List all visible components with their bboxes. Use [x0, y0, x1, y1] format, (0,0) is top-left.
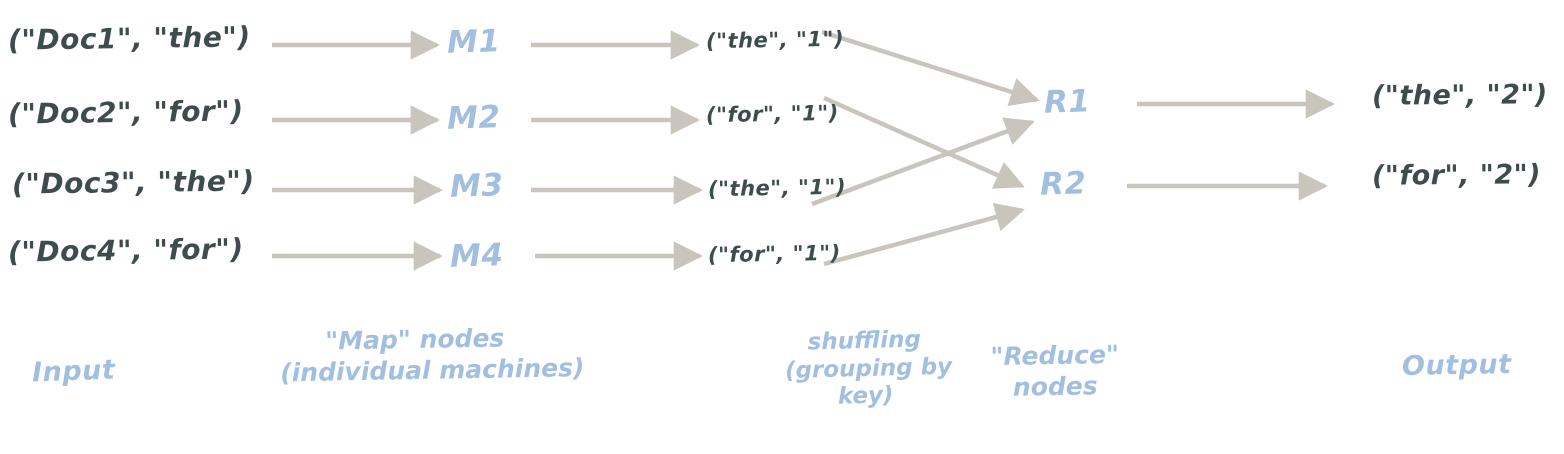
stage-label-shuffle: shuffling (grouping by key) — [784, 326, 953, 413]
stage-label-reduce: "Reduce" nodes — [974, 339, 1135, 404]
output-tuple-the: ("the", "2") — [1371, 79, 1548, 112]
map-node-m3: M3 — [449, 167, 505, 205]
stage-label-map-line1: "Map" nodes — [324, 323, 505, 356]
arrow-shuffle-row2-to-r2 — [823, 95, 1025, 189]
output-tuple-for: ("for", "2") — [1371, 159, 1542, 192]
map-node-m4: M4 — [449, 237, 505, 275]
reduce-node-r1: R1 — [1043, 83, 1092, 121]
arrow-shuffle-row1-to-r1 — [821, 29, 1040, 107]
intermediate-tuple-2: ("for", "1") — [705, 100, 839, 128]
stage-label-reduce-line2: nodes — [1012, 371, 1098, 402]
input-tuple-doc1: ("Doc1", "the") — [7, 20, 251, 57]
stage-label-input: Input — [31, 354, 116, 389]
stage-label-reduce-line1: "Reduce" — [990, 339, 1120, 372]
stage-label-shuffle-line1: shuffling — [807, 326, 922, 356]
stage-label-map: "Map" nodes (individual machines) — [279, 322, 585, 389]
intermediate-tuple-3: ("the", "1") — [707, 174, 847, 202]
input-tuple-doc2: ("Doc2", "for") — [7, 94, 244, 131]
stage-label-shuffle-line2: (grouping by — [784, 353, 953, 384]
arrow-shuffle-row4-to-r2 — [823, 202, 1025, 267]
map-node-m2: M2 — [446, 99, 502, 137]
stage-label-map-line2: (individual machines) — [280, 353, 585, 388]
stage-label-output: Output — [1401, 349, 1512, 382]
map-node-m1: M1 — [446, 23, 502, 61]
stage-label-shuffle-line3: key) — [837, 382, 894, 410]
input-tuple-doc3: ("Doc3", "the") — [11, 164, 255, 201]
intermediate-tuple-1: ("the", "1") — [705, 26, 845, 54]
intermediate-tuple-4: ("for", "1") — [707, 240, 841, 268]
input-tuple-doc4: ("Doc4", "for") — [7, 232, 244, 269]
reduce-node-r2: R2 — [1039, 165, 1088, 203]
